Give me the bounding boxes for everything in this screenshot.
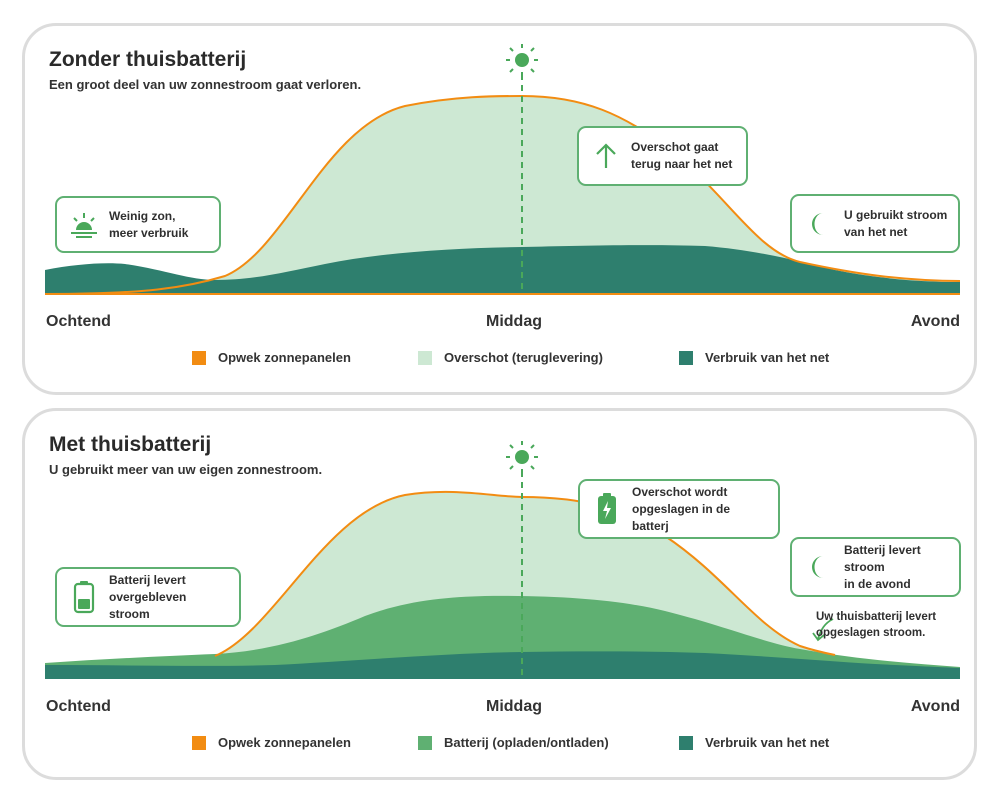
- callout-text: Weinig zon, meer verbruik: [109, 208, 189, 240]
- axis-label-midday: Middag: [486, 313, 542, 330]
- callout-text: Batterij levert stroom in de avond: [844, 542, 921, 591]
- legend-swatch: [418, 350, 432, 365]
- axis-label-evening: Avond: [910, 698, 960, 715]
- battery-charging-icon: [590, 492, 624, 526]
- energy-diagram-with-battery: [45, 441, 960, 679]
- arrow-up-icon: [589, 139, 623, 173]
- legend-swatch: [679, 735, 693, 750]
- legend-item-surplus: Overschot (teruglevering): [418, 350, 603, 365]
- legend-label: Verbruik van het net: [705, 350, 830, 365]
- axis-label-evening: Avond: [910, 313, 960, 330]
- battery-note: Uw thuisbatterij levert opgeslagen stroo…: [816, 611, 937, 639]
- sun-icon: [506, 441, 538, 473]
- callout-text: Overschot wordt opgeslagen in de batterj: [632, 484, 731, 533]
- panel-title: Zonder thuisbatterij: [49, 48, 247, 71]
- grid-consumption-area: [45, 651, 960, 679]
- panel-title: Met thuisbatterij: [49, 433, 212, 456]
- moon-icon: [802, 550, 836, 584]
- grid-consumption-area: [45, 245, 960, 294]
- sun-icon: [506, 44, 538, 76]
- callout-morning: Weinig zon, meer verbruik: [55, 196, 221, 253]
- callout-text: Overschot gaat terug naar het net: [631, 140, 733, 171]
- legend-label: Overschot (teruglevering): [444, 350, 603, 365]
- legend-swatch: [192, 350, 206, 365]
- solar-generation-curve: [214, 490, 836, 657]
- legend-item-grid: Verbruik van het net: [679, 350, 829, 365]
- callout-surplus: Overschot wordt opgeslagen in de batterj: [578, 479, 780, 539]
- legend-swatch: [192, 735, 206, 750]
- callout-surplus: Overschot gaat terug naar het net: [577, 126, 748, 186]
- legend: Opwek zonnepanelen Overschot (teruglever…: [25, 350, 980, 370]
- callout-morning: Batterij levert overgebleven stroom: [55, 567, 241, 627]
- sunrise-icon: [67, 208, 101, 242]
- panel-subtitle: Een groot deel van uw zonnestroom gaat v…: [49, 77, 362, 92]
- legend: Opwek zonnepanelen Batterij (opladen/ont…: [25, 735, 980, 755]
- callout-text: U gebruikt stroom van het net: [844, 207, 948, 239]
- moon-icon: [802, 207, 836, 241]
- legend-swatch: [679, 350, 693, 365]
- legend-label: Opwek zonnepanelen: [218, 350, 351, 365]
- panel-without-battery: Zonder thuisbatterij Een groot deel van …: [22, 23, 977, 395]
- legend-swatch: [418, 735, 432, 750]
- battery-low-icon: [67, 580, 101, 614]
- callout-evening: U gebruikt stroom van het net: [790, 194, 960, 253]
- callout-text: Batterij levert overgebleven stroom: [109, 572, 187, 621]
- note-arrow-icon: [817, 618, 834, 640]
- legend-label: Opwek zonnepanelen: [218, 735, 351, 750]
- legend-item-grid: Verbruik van het net: [679, 735, 829, 750]
- axis-label-morning: Ochtend: [46, 698, 111, 715]
- panel-subtitle: U gebruikt meer van uw eigen zonnestroom…: [49, 462, 323, 477]
- energy-diagram-without-battery: [44, 44, 961, 295]
- legend-item-battery: Batterij (opladen/ontladen): [418, 735, 609, 750]
- legend-item-solar: Opwek zonnepanelen: [192, 350, 351, 365]
- surplus-area: [45, 96, 960, 294]
- callout-evening: Batterij levert stroom in de avond: [790, 537, 961, 597]
- panel-with-battery: Met thuisbatterij U gebruikt meer van uw…: [22, 408, 977, 780]
- legend-label: Verbruik van het net: [705, 735, 830, 750]
- axis-label-morning: Ochtend: [46, 313, 111, 330]
- axis-label-midday: Middag: [486, 698, 542, 715]
- legend-label: Batterij (opladen/ontladen): [444, 735, 609, 750]
- legend-item-solar: Opwek zonnepanelen: [192, 735, 351, 750]
